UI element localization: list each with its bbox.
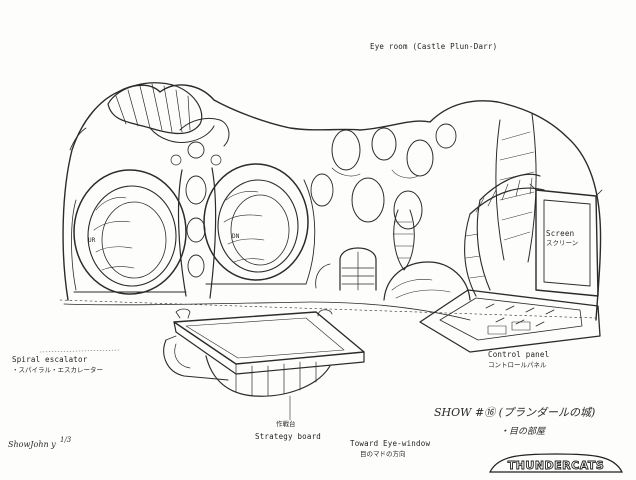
toward-eye-window-label-jp: 目のマドの方向 bbox=[360, 450, 406, 458]
spiral-escalator-label: Spiral escalator bbox=[12, 355, 88, 364]
room-name-note: ・目の部屋 bbox=[500, 427, 546, 437]
spiral-escalator-label-jp: ・スパイラル・エスカレーター bbox=[12, 366, 103, 374]
strategy-board-label-jp: 作戦台 bbox=[276, 420, 296, 428]
door-mark-left: UR bbox=[88, 237, 96, 244]
screen-label-jp: スクリーン bbox=[546, 239, 579, 247]
drawing-title: Eye room (Castle Plun-Darr) bbox=[370, 42, 498, 51]
door-mark-right: DN bbox=[232, 233, 240, 240]
strategy-board-label: Strategy board bbox=[255, 432, 322, 441]
toward-eye-window-label: Toward Eye-window bbox=[350, 439, 431, 448]
page-number: 1/3 bbox=[60, 436, 72, 444]
artist-signature: ShowJohn y bbox=[8, 440, 56, 449]
control-panel-label-jp: コントロールパネル bbox=[488, 361, 547, 369]
control-panel-label: Control panel bbox=[488, 350, 550, 359]
screen-label: Screen bbox=[546, 229, 575, 238]
thundercats-logo: THUNDERCATS bbox=[489, 453, 623, 473]
logo-text: THUNDERCATS bbox=[508, 459, 605, 472]
show-number-note: SHOW #⑯ (プランダールの城) bbox=[434, 406, 596, 419]
